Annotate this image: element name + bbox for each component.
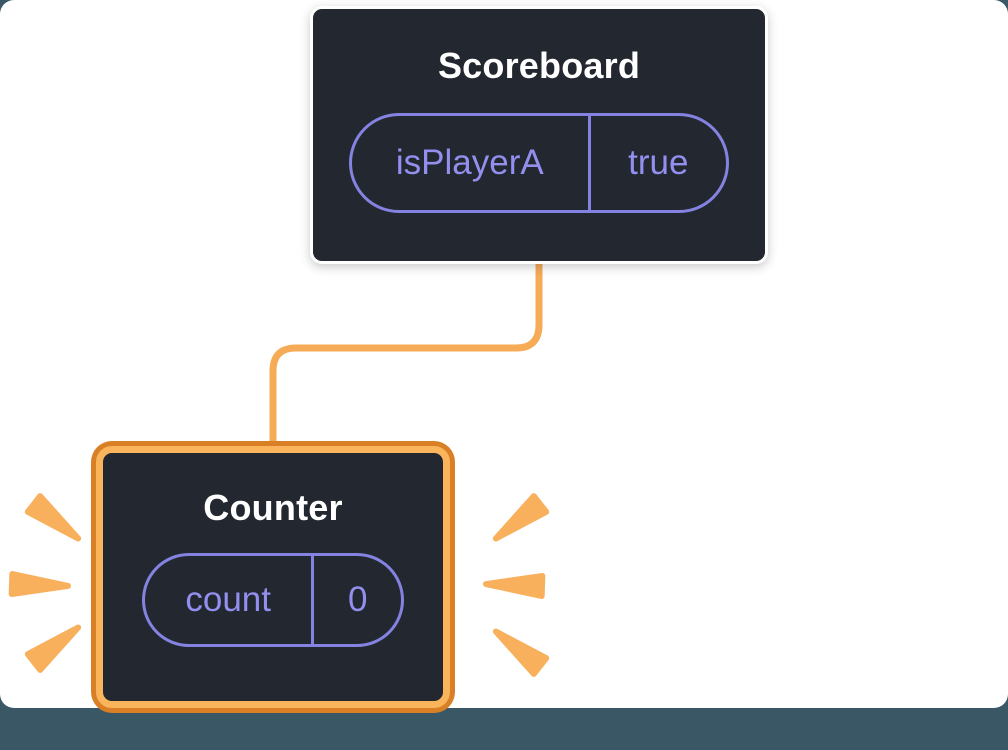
counter-state-pill: count 0	[142, 553, 404, 647]
scoreboard-state-key: isPlayerA	[352, 116, 591, 210]
scoreboard-title: Scoreboard	[437, 45, 641, 86]
scoreboard-state-pill: isPlayerA true	[349, 113, 729, 213]
counter-state-key: count	[145, 556, 315, 644]
scoreboard-state-value: true	[628, 143, 689, 182]
scoreboard-node: Scoreboard isPlayerA true	[310, 6, 768, 264]
counter-title: Counter	[203, 487, 343, 528]
counter-node: Counter count 0	[96, 446, 450, 708]
counter-state-value: 0	[347, 580, 368, 619]
